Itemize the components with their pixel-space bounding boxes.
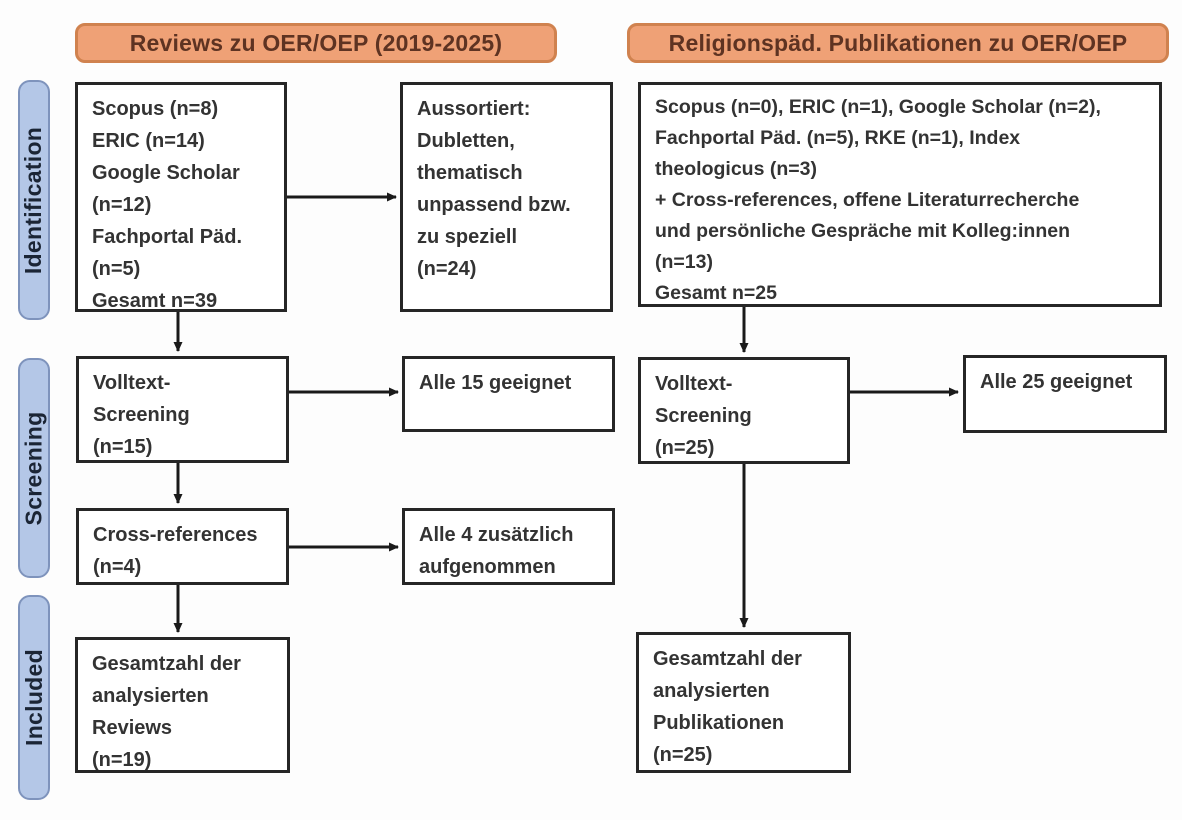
stage-label-identification: Identification xyxy=(18,80,50,320)
box-left-total: Gesamtzahl der analysierten Reviews (n=1… xyxy=(75,637,290,773)
box-left-cross-references: Cross-references (n=4) xyxy=(76,508,289,585)
box-right-fulltext-screening: Volltext- Screening (n=25) xyxy=(638,357,850,464)
stage-label-screening-text: Screening xyxy=(20,411,47,525)
box-right-sources: Scopus (n=0), ERIC (n=1), Google Scholar… xyxy=(638,82,1162,307)
box-right-eligible: Alle 25 geeignet xyxy=(963,355,1167,433)
box-left-added: Alle 4 zusätzlich aufgenommen xyxy=(402,508,615,585)
column-header-reviews: Reviews zu OER/OEP (2019-2025) xyxy=(75,23,557,63)
box-left-fulltext-screening: Volltext- Screening (n=15) xyxy=(76,356,289,463)
box-left-excluded: Aussortiert: Dubletten, thematisch unpas… xyxy=(400,82,613,312)
stage-label-included-text: Included xyxy=(20,649,47,746)
stage-label-screening: Screening xyxy=(18,358,50,578)
stage-label-identification-text: Identification xyxy=(20,126,47,274)
stage-label-included: Included xyxy=(18,595,50,800)
box-left-sources: Scopus (n=8) ERIC (n=14) Google Scholar … xyxy=(75,82,287,312)
box-right-total: Gesamtzahl der analysierten Publikatione… xyxy=(636,632,851,773)
box-left-eligible: Alle 15 geeignet xyxy=(402,356,615,432)
column-header-religionspaed: Religionspäd. Publikationen zu OER/OEP xyxy=(627,23,1169,63)
